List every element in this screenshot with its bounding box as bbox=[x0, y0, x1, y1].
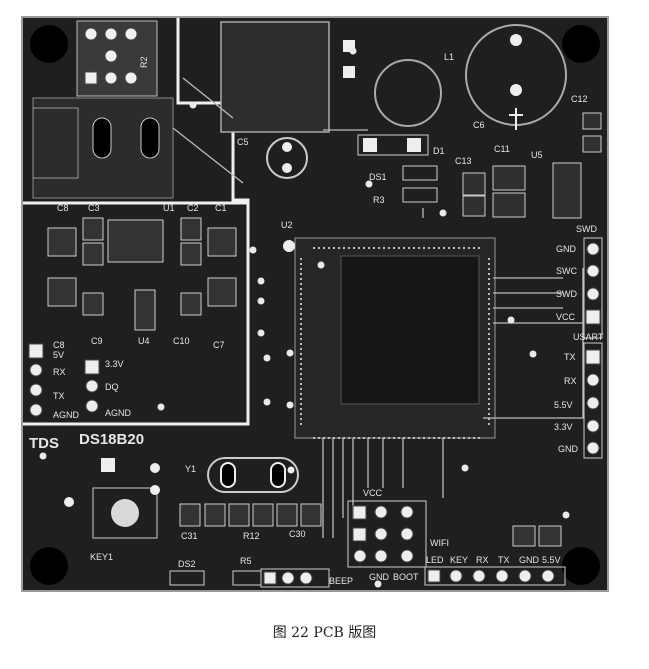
vias bbox=[39, 47, 570, 588]
label-c30: C30 bbox=[289, 529, 306, 539]
label-c6: C6 bbox=[473, 120, 485, 130]
label-l1: L1 bbox=[444, 52, 454, 62]
key1-switch bbox=[92, 487, 158, 539]
label-ds1: DS1 bbox=[369, 172, 387, 182]
label-vcc2: VCC bbox=[363, 488, 383, 498]
label-c8-top: C8 bbox=[57, 203, 69, 213]
label-key: KEY bbox=[450, 555, 468, 565]
label-tds: TDS bbox=[29, 435, 59, 452]
label-c1: C1 bbox=[215, 203, 227, 213]
label-b-rx: RX bbox=[476, 555, 489, 565]
label-agnd: AGND bbox=[53, 410, 80, 420]
label-r3: R3 bbox=[373, 195, 385, 205]
label-c5: C5 bbox=[237, 137, 249, 147]
label-c13: C13 bbox=[455, 156, 472, 166]
label-3v3: 3.3V bbox=[105, 359, 124, 369]
inductor-round bbox=[374, 59, 442, 127]
mounting-hole bbox=[562, 547, 600, 585]
cap-c5 bbox=[266, 137, 308, 179]
label-c31: C31 bbox=[181, 531, 198, 541]
label-d1: D1 bbox=[433, 146, 445, 156]
label-3v3b: 3.3V bbox=[554, 422, 573, 432]
pcb-layout: R2 L1 C12 C5 D1 DS1 C6 R3 C13 C11 U5 C8 … bbox=[23, 18, 604, 588]
label-key1: KEY1 bbox=[90, 552, 113, 562]
label-r5: R5 bbox=[240, 556, 252, 566]
label-swd: SWD bbox=[576, 224, 597, 234]
label-c9: C9 bbox=[91, 336, 103, 346]
label-utx: TX bbox=[564, 352, 576, 362]
label-b-tx: TX bbox=[498, 555, 510, 565]
mounting-hole bbox=[30, 25, 68, 63]
label-swc: SWC bbox=[556, 266, 577, 276]
pcb-board: R2 L1 C12 C5 D1 DS1 C6 R3 C13 C11 U5 C8 … bbox=[21, 16, 609, 592]
label-c3: C3 bbox=[88, 203, 100, 213]
keepout-outline bbox=[23, 18, 250, 426]
label-r12: R12 bbox=[243, 531, 260, 541]
label-gnd: GND bbox=[556, 244, 577, 254]
label-u1: U1 bbox=[163, 203, 175, 213]
figure-caption: 图 22 PCB 版图 bbox=[272, 625, 377, 641]
label-5v5: 5.5V bbox=[554, 400, 573, 410]
label-dq: DQ bbox=[105, 382, 119, 392]
label-c8: C8 bbox=[53, 340, 65, 350]
label-agnd2: AGND bbox=[105, 408, 132, 418]
label-b-5v5: 5.5V bbox=[542, 555, 561, 565]
mounting-hole bbox=[30, 547, 68, 585]
label-y1: Y1 bbox=[185, 464, 196, 474]
label-ds2: DS2 bbox=[178, 559, 196, 569]
diode-d1 bbox=[357, 134, 429, 156]
label-rx: RX bbox=[53, 367, 66, 377]
label-r2: R2 bbox=[139, 56, 149, 68]
label-c7: C7 bbox=[213, 340, 225, 350]
label-beep: BEEP bbox=[329, 576, 353, 586]
label-c12: C12 bbox=[571, 94, 588, 104]
label-5v: 5V bbox=[53, 350, 64, 360]
label-u5: U5 bbox=[531, 150, 543, 160]
label-c11: C11 bbox=[494, 144, 510, 154]
label-c2: C2 bbox=[187, 203, 199, 213]
label-u2: U2 bbox=[281, 220, 293, 230]
label-gnd-bottom: GND bbox=[369, 572, 390, 582]
label-tx: TX bbox=[53, 391, 65, 401]
crystal-y1 bbox=[207, 457, 299, 493]
label-usart: USART bbox=[573, 332, 604, 342]
label-led: LED bbox=[426, 555, 444, 565]
label-vcc: VCC bbox=[556, 312, 576, 322]
label-boot: BOOT bbox=[393, 572, 419, 582]
mounting-hole bbox=[562, 25, 600, 63]
mcu-body bbox=[340, 255, 480, 405]
label-b-gnd: GND bbox=[519, 555, 540, 565]
label-urx: RX bbox=[564, 376, 577, 386]
label-ugnd: GND bbox=[558, 444, 579, 454]
label-swd2: SWD bbox=[556, 289, 577, 299]
inductor-l1 bbox=[220, 21, 330, 133]
label-wifi: WIFI bbox=[430, 538, 449, 548]
label-u4: U4 bbox=[138, 336, 150, 346]
label-ds18b20: DS18B20 bbox=[79, 431, 144, 448]
label-c10: C10 bbox=[173, 336, 190, 346]
